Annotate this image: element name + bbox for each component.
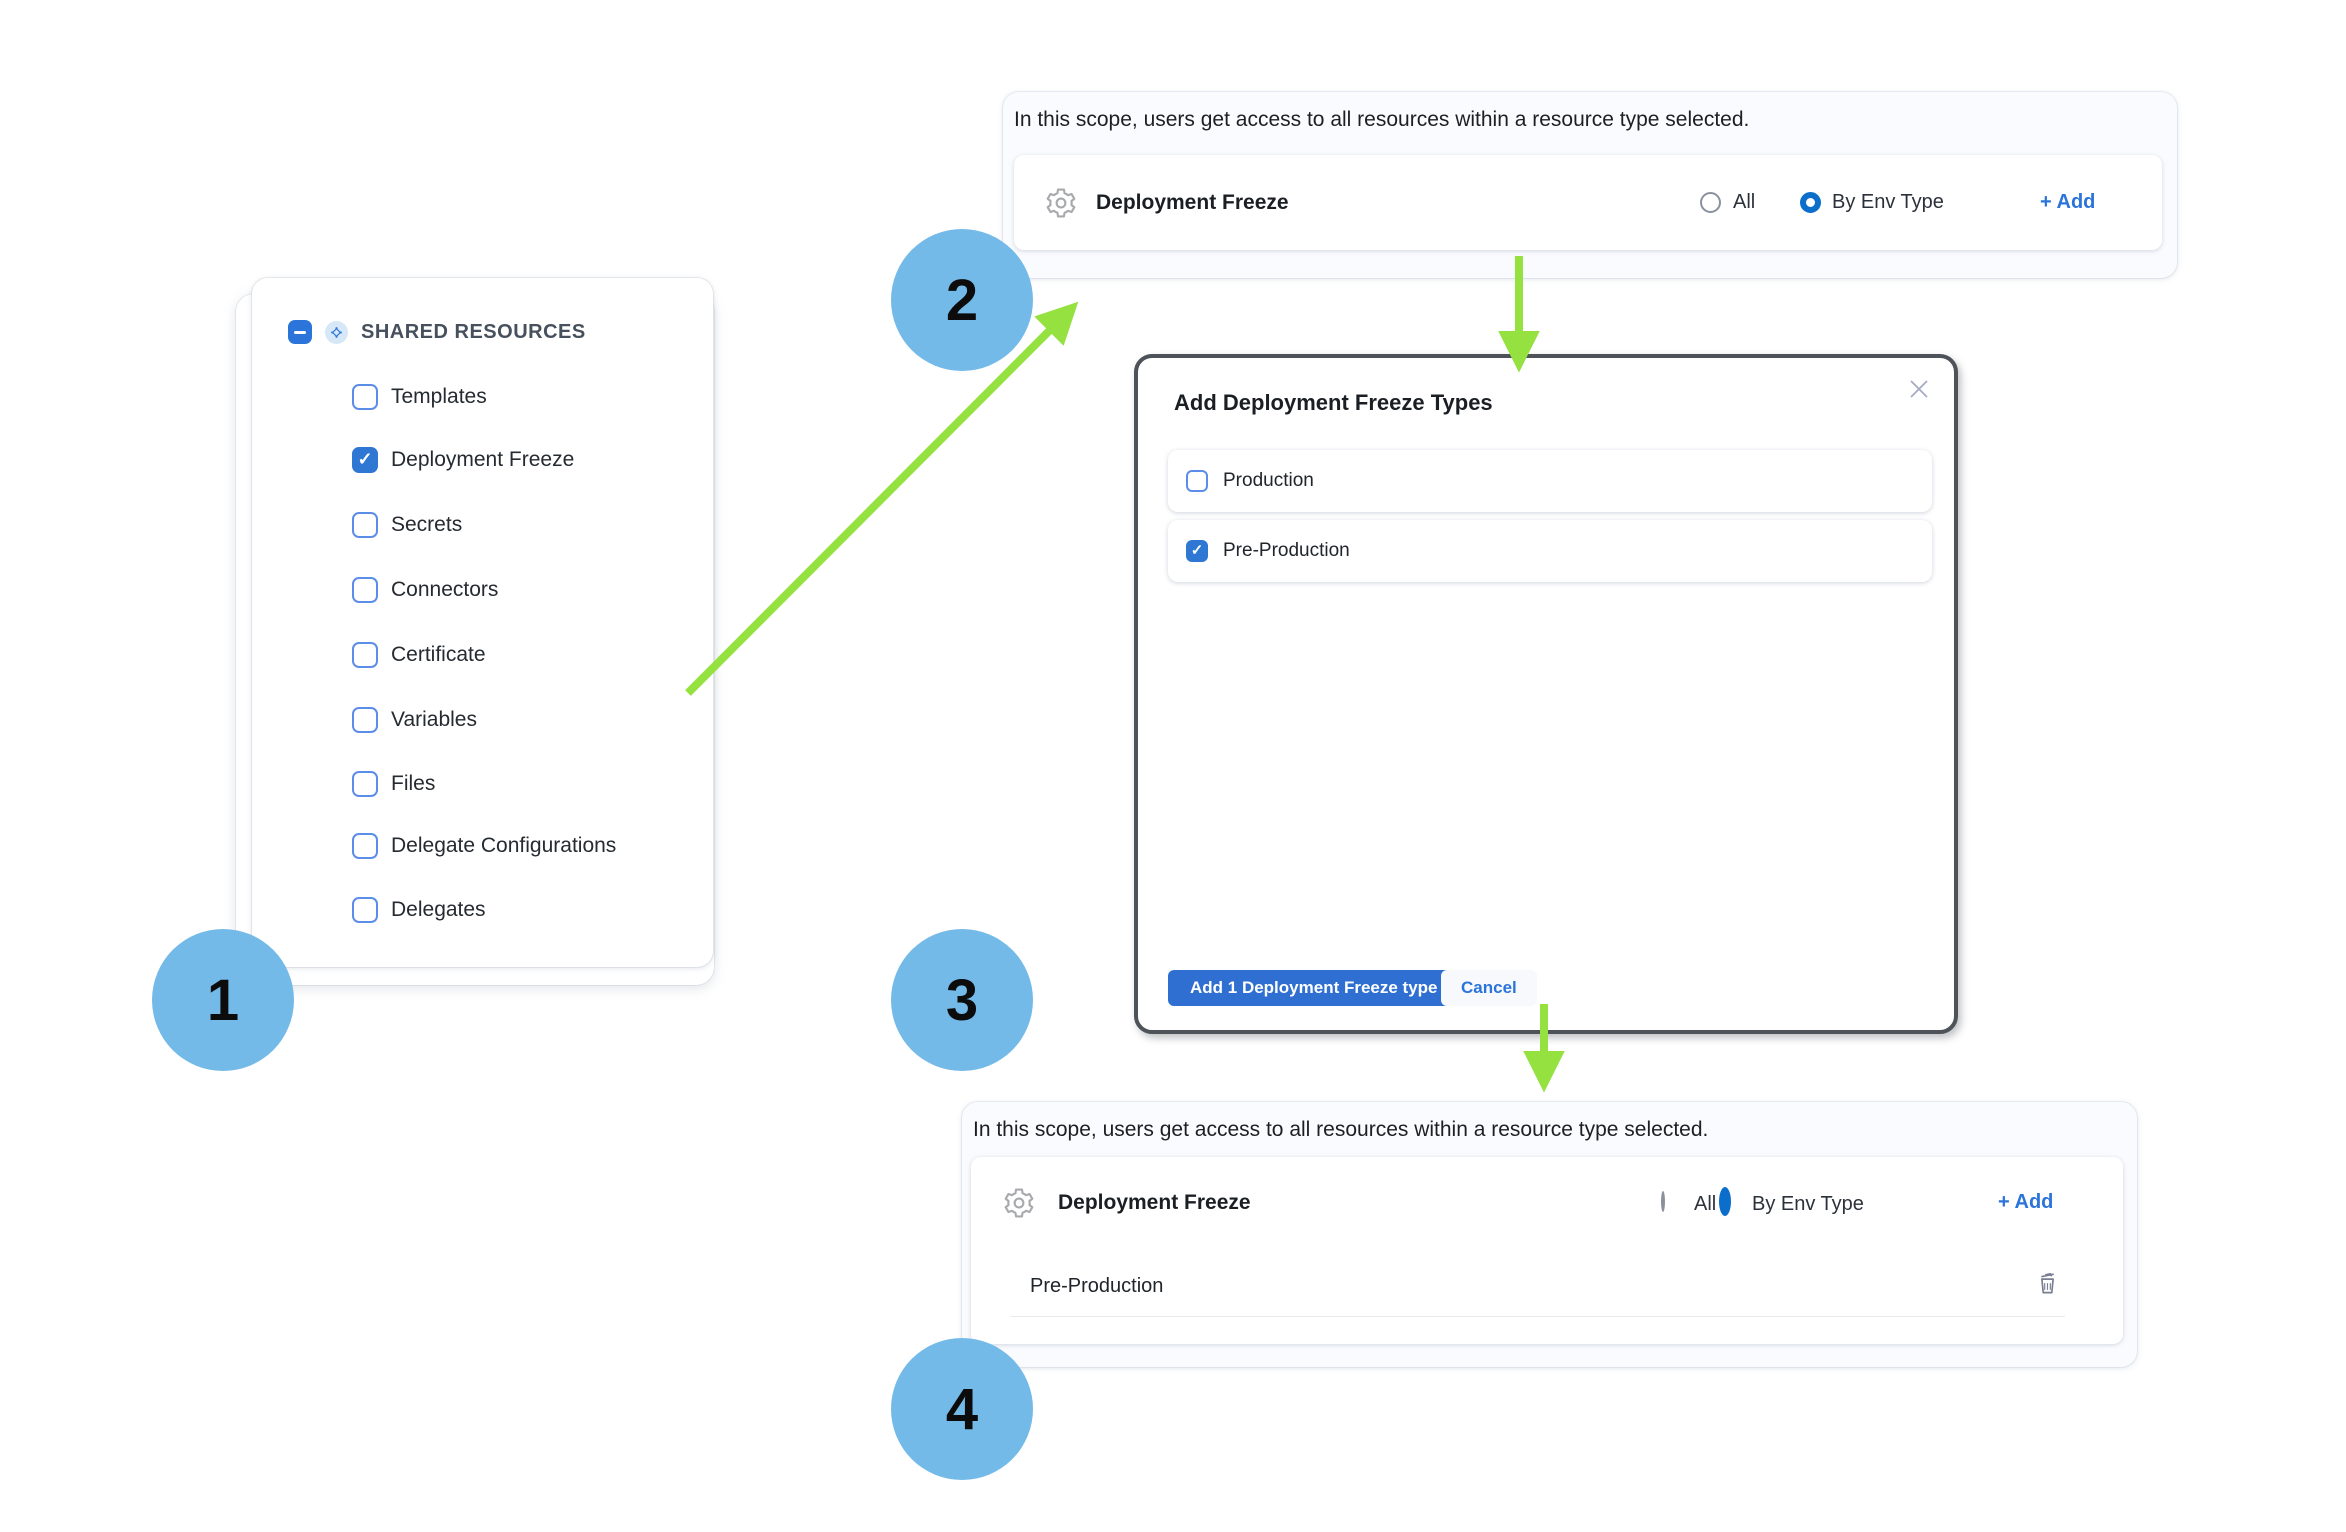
step-badge-1: 1 [152,929,294,1071]
resource-type-name: Deployment Freeze [1096,190,1289,214]
row-divider [1010,1316,2065,1317]
sidebar-item-secrets: ✓ Secrets [352,512,462,538]
scope-description: In this scope, users get access to all r… [973,1118,1709,1141]
step-badge-4: 4 [891,1338,1033,1480]
sidebar-item-deployment-freeze: ✓ Deployment Freeze [352,447,574,473]
cancel-button[interactable]: Cancel [1441,970,1537,1006]
certificate-checkbox[interactable]: ✓ [352,642,378,668]
sidebar-item-label: Templates [391,385,487,408]
radio-all-icon[interactable] [1661,1191,1665,1212]
sidebar-item-label: Secrets [391,513,463,536]
close-icon[interactable] [1906,376,1932,402]
resource-type-card: Deployment Freeze All By Env Type + Add … [971,1157,2123,1344]
pre-production-checkbox[interactable]: ✓ [1186,540,1208,562]
sidebar-item-files: ✓ Files [352,771,435,797]
sidebar-item-label: Certificate [391,643,486,666]
scope-panel-bottom: In this scope, users get access to all r… [962,1102,2137,1367]
variables-checkbox[interactable]: ✓ [352,707,378,733]
delegate-configurations-checkbox[interactable]: ✓ [352,833,378,859]
add-deployment-freeze-types-modal: Add Deployment Freeze Types ✓ Production… [1134,354,1958,1034]
sidebar-item-label: Deployment Freeze [391,448,575,471]
scope-description: In this scope, users get access to all r… [1014,108,1750,131]
step-badge-3: 3 [891,929,1033,1071]
templates-checkbox[interactable]: ✓ [352,384,378,410]
modal-option-label: Production [1223,470,1314,491]
delegates-checkbox[interactable]: ✓ [352,897,378,923]
sidebar-item-label: Variables [391,708,477,731]
sidebar-item-label: Delegate Configurations [391,834,617,857]
radio-all[interactable] [1661,1191,1665,1212]
arrow-panel1-to-panel2 [685,301,1079,696]
selected-type-label: Pre-Production [1030,1275,1164,1297]
confirm-add-button[interactable]: Add 1 Deployment Freeze type [1168,970,1460,1006]
files-checkbox[interactable]: ✓ [352,771,378,797]
radio-all-label[interactable]: All [1733,191,1756,213]
sidebar-item-variables: ✓ Variables [352,707,477,733]
radio-by-env-type[interactable] [1719,1187,1731,1216]
radio-all-icon[interactable] [1700,192,1721,213]
scope-panel-top: In this scope, users get access to all r… [1003,92,2177,278]
modal-option-label: Pre-Production [1223,540,1350,561]
sidebar-item-connectors: ✓ Connectors [352,577,498,603]
modal-option-production[interactable]: ✓ Production [1168,450,1932,512]
radio-all-label[interactable]: All [1694,1193,1717,1215]
gear-icon [1044,155,1078,250]
deployment-freeze-checkbox[interactable]: ✓ [352,447,378,473]
sidebar-item-templates: ✓ Templates [352,384,487,410]
secrets-checkbox[interactable]: ✓ [352,512,378,538]
sidebar-panel: SHARED RESOURCES ✓ Templates ✓ Deploymen… [252,278,713,967]
sidebar-header: SHARED RESOURCES [288,320,586,344]
shared-resources-icon [325,320,348,344]
sidebar-title: SHARED RESOURCES [361,320,586,343]
resource-type-name: Deployment Freeze [1058,1191,1251,1214]
resource-type-row: Deployment Freeze All By Env Type + Add [1014,155,2162,250]
step-badge-2: 2 [891,229,1033,371]
radio-by-env-type-icon[interactable] [1800,192,1821,213]
production-checkbox[interactable]: ✓ [1186,470,1208,492]
sidebar-item-label: Delegates [391,898,486,921]
radio-by-env-type-label[interactable]: By Env Type [1752,1193,1864,1215]
sidebar-item-certificate: ✓ Certificate [352,642,486,668]
radio-by-env-type-icon[interactable] [1719,1187,1731,1216]
gear-icon [1002,1186,1036,1220]
collapse-minus-icon[interactable] [288,320,312,344]
add-button[interactable]: + Add [1998,1191,2054,1213]
radio-by-env-type[interactable] [1800,155,1821,250]
connectors-checkbox[interactable]: ✓ [352,577,378,603]
sidebar-item-delegates: ✓ Delegates [352,897,486,923]
modal-option-pre-production[interactable]: ✓ Pre-Production [1168,520,1932,582]
radio-all[interactable] [1700,155,1721,250]
add-button[interactable]: + Add [2040,191,2096,213]
sidebar-item-delegate-configurations: ✓ Delegate Configurations [352,833,616,859]
radio-by-env-type-label[interactable]: By Env Type [1832,191,1944,213]
trash-icon[interactable] [2034,1269,2061,1296]
sidebar-item-label: Connectors [391,578,499,601]
modal-title: Add Deployment Freeze Types [1174,390,1493,415]
sidebar-item-label: Files [391,772,436,795]
